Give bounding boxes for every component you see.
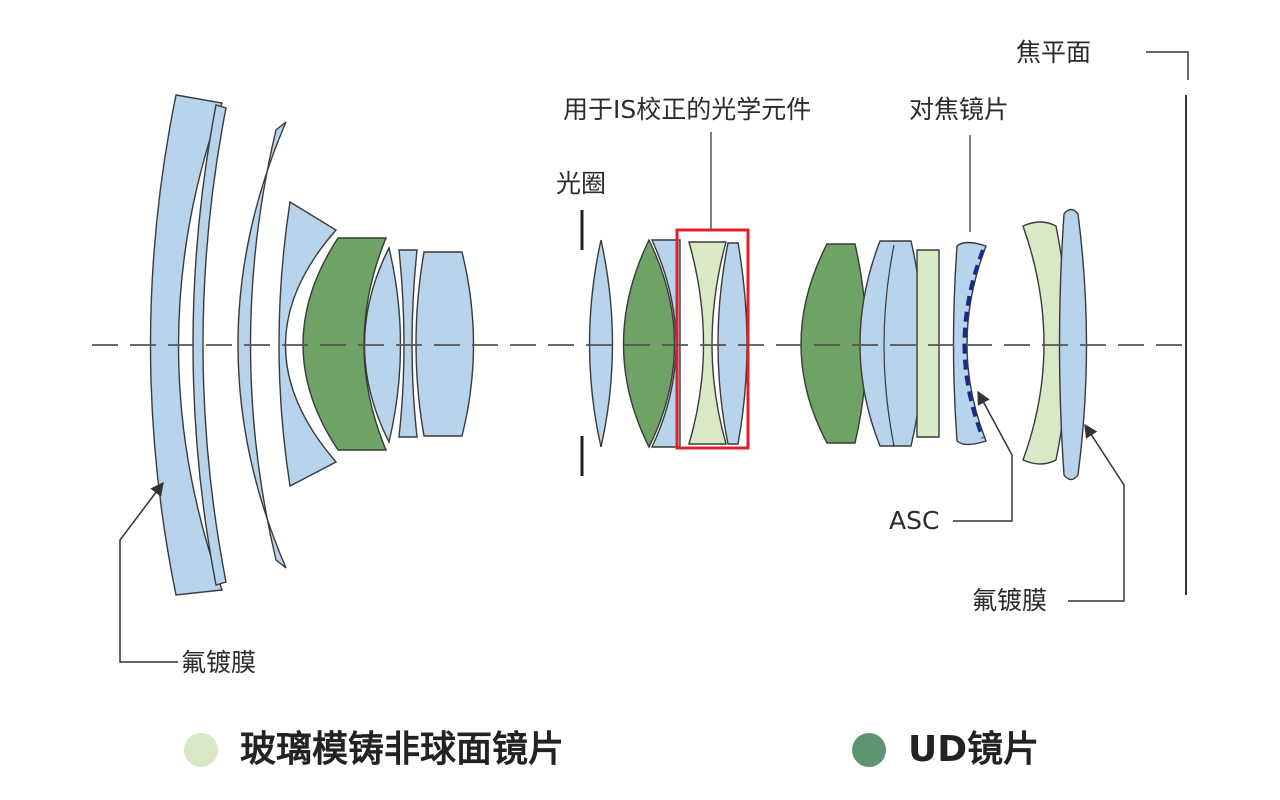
lens-element-2 [192, 104, 227, 586]
focus-lens [952, 241, 987, 446]
lens-element-9 [588, 239, 614, 448]
legend-aspherical: 玻璃模铸非球面镜片 [184, 727, 564, 773]
is-lens-blue [717, 242, 748, 445]
legend-ud-label: UD镜片 [908, 729, 1040, 770]
lens-element-17-aspherical [1022, 221, 1069, 465]
lens-element-7 [398, 249, 418, 438]
focus-lens-label: 对焦镜片 [909, 95, 1010, 124]
asc-coating [962, 249, 985, 439]
lens-element-10-ud [622, 238, 676, 449]
lens-element-5-ud [302, 237, 388, 451]
lens-element-4 [278, 200, 338, 488]
is-lens-aspherical [688, 241, 727, 445]
fluorine-coating-right-label: 氟镀膜 [972, 586, 1048, 615]
lens-element-15-aspherical [916, 249, 940, 438]
legend-ud-swatch [852, 733, 886, 767]
lens-element-13 [859, 240, 924, 447]
lens-element-1 [149, 94, 223, 596]
fluorine-right-arrow [1068, 423, 1125, 602]
focal-plane-leader [1146, 51, 1189, 80]
aperture-label: 光圈 [556, 169, 607, 198]
fluorine-coating-left-label: 氟镀膜 [181, 648, 257, 677]
lens-element-11 [650, 239, 681, 448]
fluorine-left-arrow [119, 481, 178, 663]
is-element-highlight-box [675, 228, 750, 450]
legend-aspherical-label: 玻璃模铸非球面镜片 [240, 729, 565, 770]
legend-ud: UD镜片 [852, 727, 1039, 773]
legend-aspherical-swatch [184, 733, 218, 767]
lens-element-14 [883, 244, 895, 447]
focal-plane-label: 焦平面 [1016, 38, 1092, 67]
lens-element-3 [237, 121, 287, 569]
is-element-label: 用于IS校正的光学元件 [563, 95, 812, 124]
asc-label: ASC [889, 506, 940, 535]
lens-element-18 [1058, 208, 1088, 481]
asc-arrow [953, 390, 1013, 522]
lens-element-8 [415, 251, 475, 437]
lens-element-12-ud [800, 243, 868, 444]
